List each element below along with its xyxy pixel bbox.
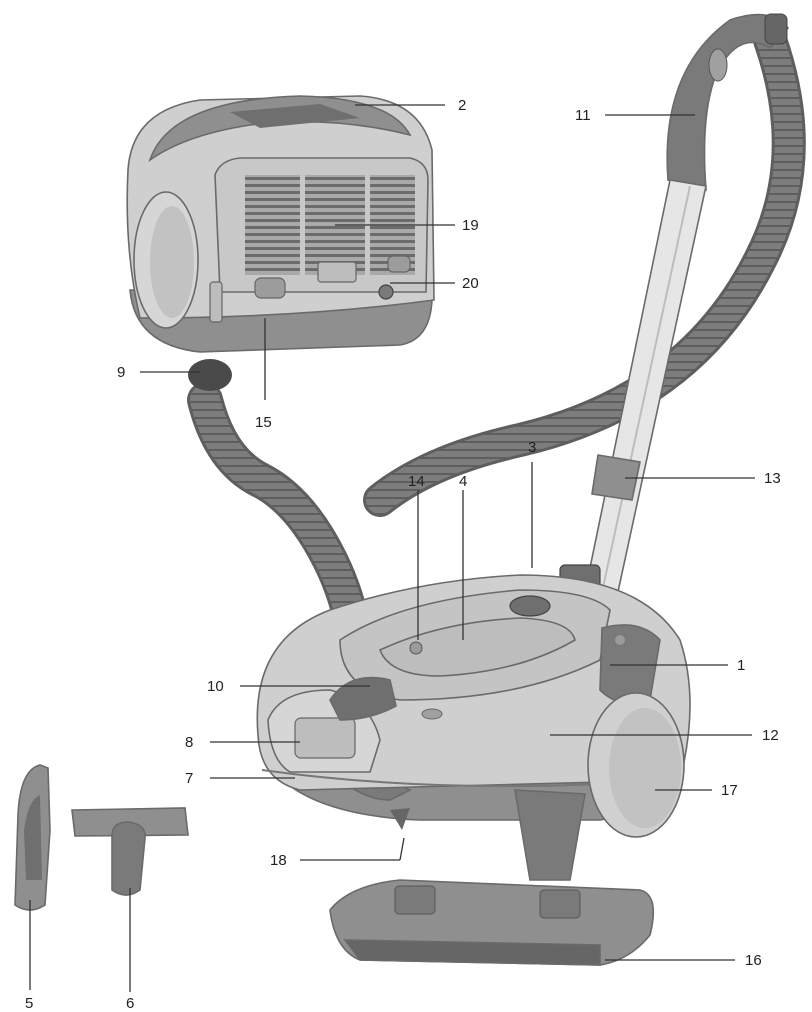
crevice-nozzle <box>14 764 51 911</box>
callout-16: 16 <box>745 952 762 969</box>
callout-17: 17 <box>721 782 738 799</box>
leader-lines <box>29 104 755 992</box>
callout-9: 9 <box>117 364 125 381</box>
rear-view-unit <box>126 95 435 353</box>
floor-nozzle <box>329 789 655 966</box>
callout-14: 14 <box>408 473 425 490</box>
callout-numbers: 1 2 3 4 5 6 7 8 9 10 11 12 13 14 15 16 1… <box>25 97 781 1012</box>
main-unit <box>256 574 691 838</box>
callout-18: 18 <box>270 852 287 869</box>
callout-8: 8 <box>185 734 193 751</box>
callout-20: 20 <box>462 275 479 292</box>
callout-5: 5 <box>25 995 33 1012</box>
callout-10: 10 <box>207 678 224 695</box>
callout-4: 4 <box>459 473 467 490</box>
callout-6: 6 <box>126 995 134 1012</box>
hose-handle <box>666 13 790 192</box>
upholstery-nozzle <box>71 807 189 896</box>
callout-11: 11 <box>575 107 591 124</box>
callout-2: 2 <box>458 97 466 114</box>
callout-1: 1 <box>737 657 745 674</box>
callout-13: 13 <box>764 470 781 487</box>
callout-7: 7 <box>185 770 193 787</box>
callout-15: 15 <box>255 414 272 431</box>
callout-3: 3 <box>528 439 536 456</box>
callout-12: 12 <box>762 727 779 744</box>
callout-19: 19 <box>462 217 479 234</box>
